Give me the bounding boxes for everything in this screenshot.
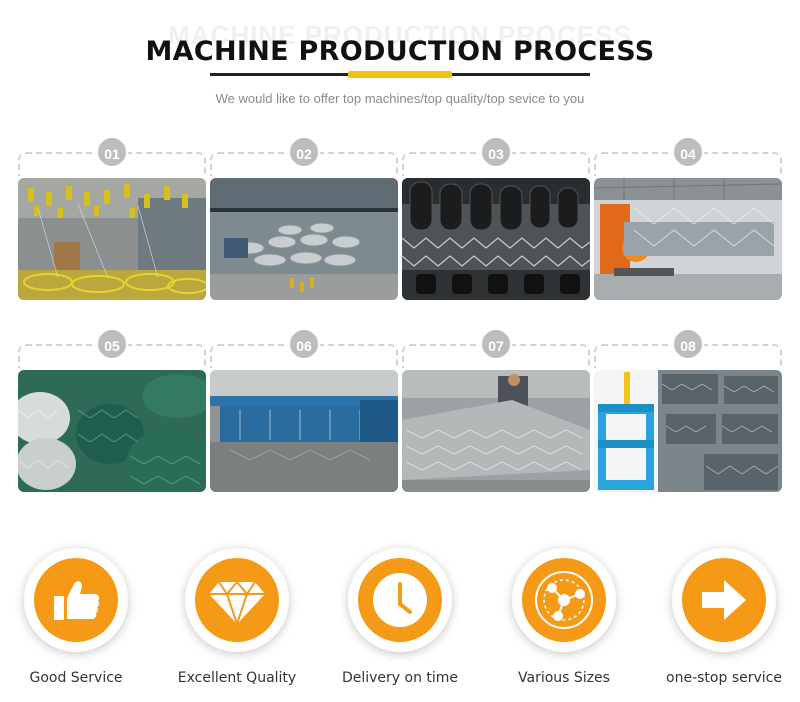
green-hexagonal-mesh-rolls-photo [18,370,206,492]
title-shadow-text: MACHINE PRODUCTION PROCESS [168,20,632,50]
step-number-badge: 04 [672,136,704,168]
header: MACHINE PRODUCTION PROCESS MACHINE PRODU… [0,0,800,110]
step-number-badge: 07 [480,328,512,360]
step-number-badge: 05 [96,328,128,360]
feature-label: Delivery on time [341,670,459,686]
title-underline-accent [348,71,452,78]
process-step-card: 01 [18,136,206,300]
twisting-rollers-closeup-photo [402,178,590,300]
overhead-wire-spools-photo [18,178,206,300]
page-subtitle: We would like to offer top machines/top … [215,91,585,106]
baling-press-and-gabion-boxes-photo [594,370,782,492]
feature-various-sizes: Various Sizes [494,548,634,698]
process-step-card: 08 [594,328,782,492]
arrow-right-icon [702,580,746,620]
process-step-card: 07 [402,328,590,492]
feature-icon-disc [522,558,606,642]
feature-one-stop-service: one-stop service [654,548,794,698]
feature-icon-ring [348,548,452,652]
feature-icon-ring [24,548,128,652]
blue-production-machine-photo [210,370,398,492]
feature-icon-ring [512,548,616,652]
thumbs-up-icon [54,581,100,620]
feature-label: one-stop service [666,670,782,686]
clock-icon [373,573,427,627]
step-number-badge: 02 [288,136,320,168]
process-step-card: 06 [210,328,398,492]
feature-icon-ring [185,548,289,652]
feature-good-service: Good Service [6,548,146,698]
step-number-badge: 01 [96,136,128,168]
network-circle-icon [535,571,593,629]
process-step-card: 04 [594,136,782,300]
step-number-badge: 08 [672,328,704,360]
feature-icon-disc [195,558,279,642]
process-step-card: 05 [18,328,206,492]
mesh-weaving-machine-photo [594,178,782,300]
feature-label: Good Service [29,670,123,686]
gabion-mesh-production-line-photo [402,370,590,492]
feature-icon-disc [358,558,442,642]
feature-icon-disc [34,558,118,642]
feature-label: Various Sizes [518,670,610,686]
page-title: MACHINE PRODUCTION PROCESS [145,36,655,67]
feature-label: Excellent Quality [177,670,297,686]
diamond-icon [209,580,265,628]
wire-coil-feeding-rack-photo [210,178,398,300]
process-step-card: 02 [210,136,398,300]
step-number-badge: 06 [288,328,320,360]
process-step-card: 03 [402,136,590,300]
step-number-badge: 03 [480,136,512,168]
feature-icon-ring [672,548,776,652]
feature-icon-disc [682,558,766,642]
feature-excellent-quality: Excellent Quality [167,548,307,698]
feature-delivery-on-time: Delivery on time [330,548,470,698]
